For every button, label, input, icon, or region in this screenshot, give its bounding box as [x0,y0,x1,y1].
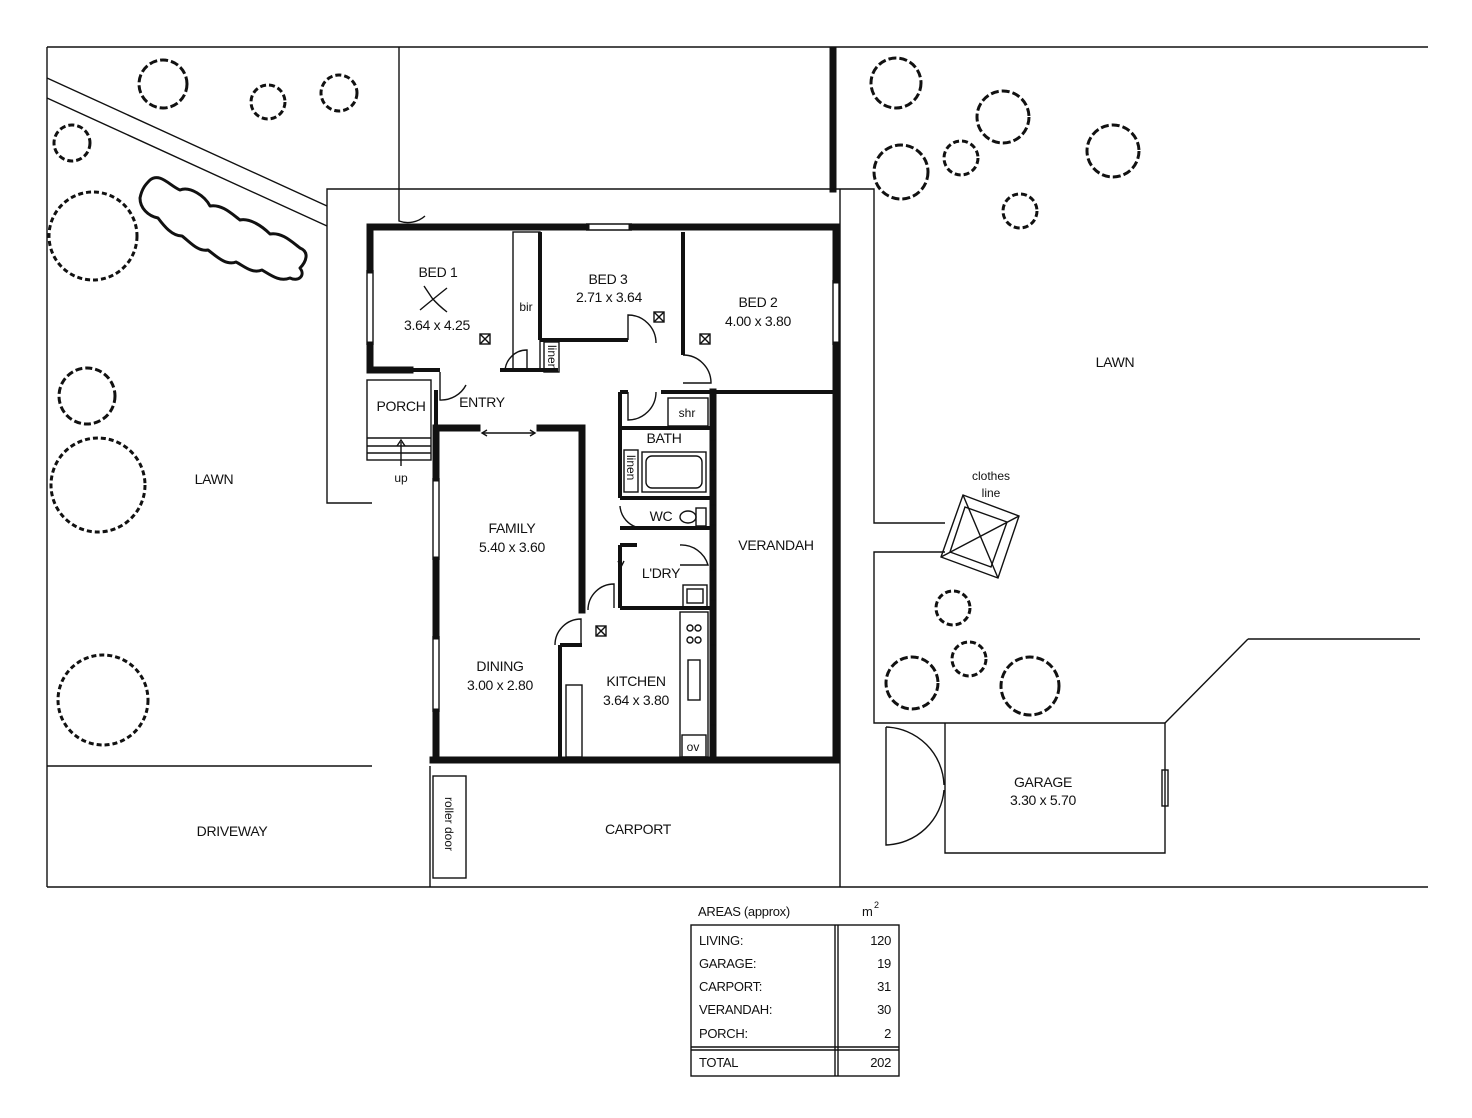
tree-icon [137,58,189,110]
bed2-name: BED 2 [739,294,778,310]
dining-dims: 3.00 x 2.80 [467,677,533,693]
garage-dims: 3.30 x 5.70 [1010,792,1076,808]
area-value: 31 [877,979,891,994]
tree-icon [975,89,1031,145]
area-label: GARAGE: [699,956,756,971]
oven-label: ov [687,740,700,754]
clothes-line-label: clothes [972,469,1010,483]
bed2-dims: 4.00 x 3.80 [725,313,791,329]
house-walls [366,223,840,879]
bed1-dims: 3.64 x 4.25 [404,317,470,333]
total-label: TOTAL [699,1055,738,1070]
area-value: 120 [870,933,891,948]
tree-icon [57,366,117,426]
garage-outline [944,638,1420,854]
area-label: CARPORT: [699,979,762,994]
tree-icon [950,640,988,678]
trees [47,56,1141,747]
area-value: 30 [877,1002,891,1017]
bath-label: BATH [646,430,681,446]
bir-label: bir [519,300,532,314]
bed3-dims: 2.71 x 3.64 [576,289,642,305]
garage-name: GARAGE [1014,774,1072,790]
porch-label: PORCH [376,398,425,414]
linen-label: linen [624,455,638,480]
shr-label: shr [679,406,696,420]
clothes-line-label: line [982,486,1001,500]
tree-icon [49,436,147,534]
laundry-label: L'DRY [642,565,681,581]
tree-icon [1001,192,1039,230]
total-value: 202 [870,1055,891,1070]
ceiling-fittings [419,285,711,637]
tree-icon [319,73,359,113]
linen-label: linen [545,345,559,370]
lawn-right-label: LAWN [1096,354,1135,370]
family-name: FAMILY [489,520,537,536]
carport-label: CARPORT [605,821,672,837]
up-label: up [394,471,408,485]
areas-unit-sup: 2 [874,900,879,910]
tree-icon [249,83,287,121]
area-value: 19 [877,956,891,971]
bed1-name: BED 1 [419,264,458,280]
tree-icon [56,653,150,747]
outdoor-labels: LAWN LAWN DRIVEWAY roller door clothes l… [195,354,1135,851]
door-swings [398,189,945,846]
areas-title: AREAS (approx) [698,904,790,919]
tree-icon [869,56,923,110]
wc-label: WC [650,508,673,524]
lawn-left-label: LAWN [195,471,234,487]
tree-icon [999,655,1061,717]
kitchen-name: KITCHEN [606,673,665,689]
hedge-icon [138,176,308,281]
driveway-label: DRIVEWAY [197,823,269,839]
tree-icon [47,190,139,282]
tree-icon [1085,123,1141,179]
family-dims: 5.40 x 3.60 [479,539,545,555]
areas-unit: m [862,904,873,919]
tree-icon [934,589,972,627]
bed3-name: BED 3 [589,271,628,287]
area-value: 2 [884,1026,891,1041]
area-label: VERANDAH: [699,1002,772,1017]
area-label: LIVING: [699,933,743,948]
areas-table: AREAS (approx) m 2 LIVING: 120 GARAGE: 1… [690,900,900,1077]
dining-name: DINING [476,658,523,674]
area-label: PORCH: [699,1026,748,1041]
site-boundary [46,46,1428,888]
clothes-line-icon [940,494,1020,579]
room-labels: BED 1 3.64 x 4.25 BED 3 2.71 x 3.64 BED … [376,264,1076,837]
tree-icon [52,123,92,163]
roller-door-label: roller door [442,797,456,851]
tree-icon [884,655,940,711]
kitchen-dims: 3.64 x 3.80 [603,692,669,708]
verandah-label: VERANDAH [738,537,813,553]
tree-icon [872,143,930,201]
tree-icon [942,139,980,177]
apron [326,188,945,887]
entry-label: ENTRY [459,394,506,410]
